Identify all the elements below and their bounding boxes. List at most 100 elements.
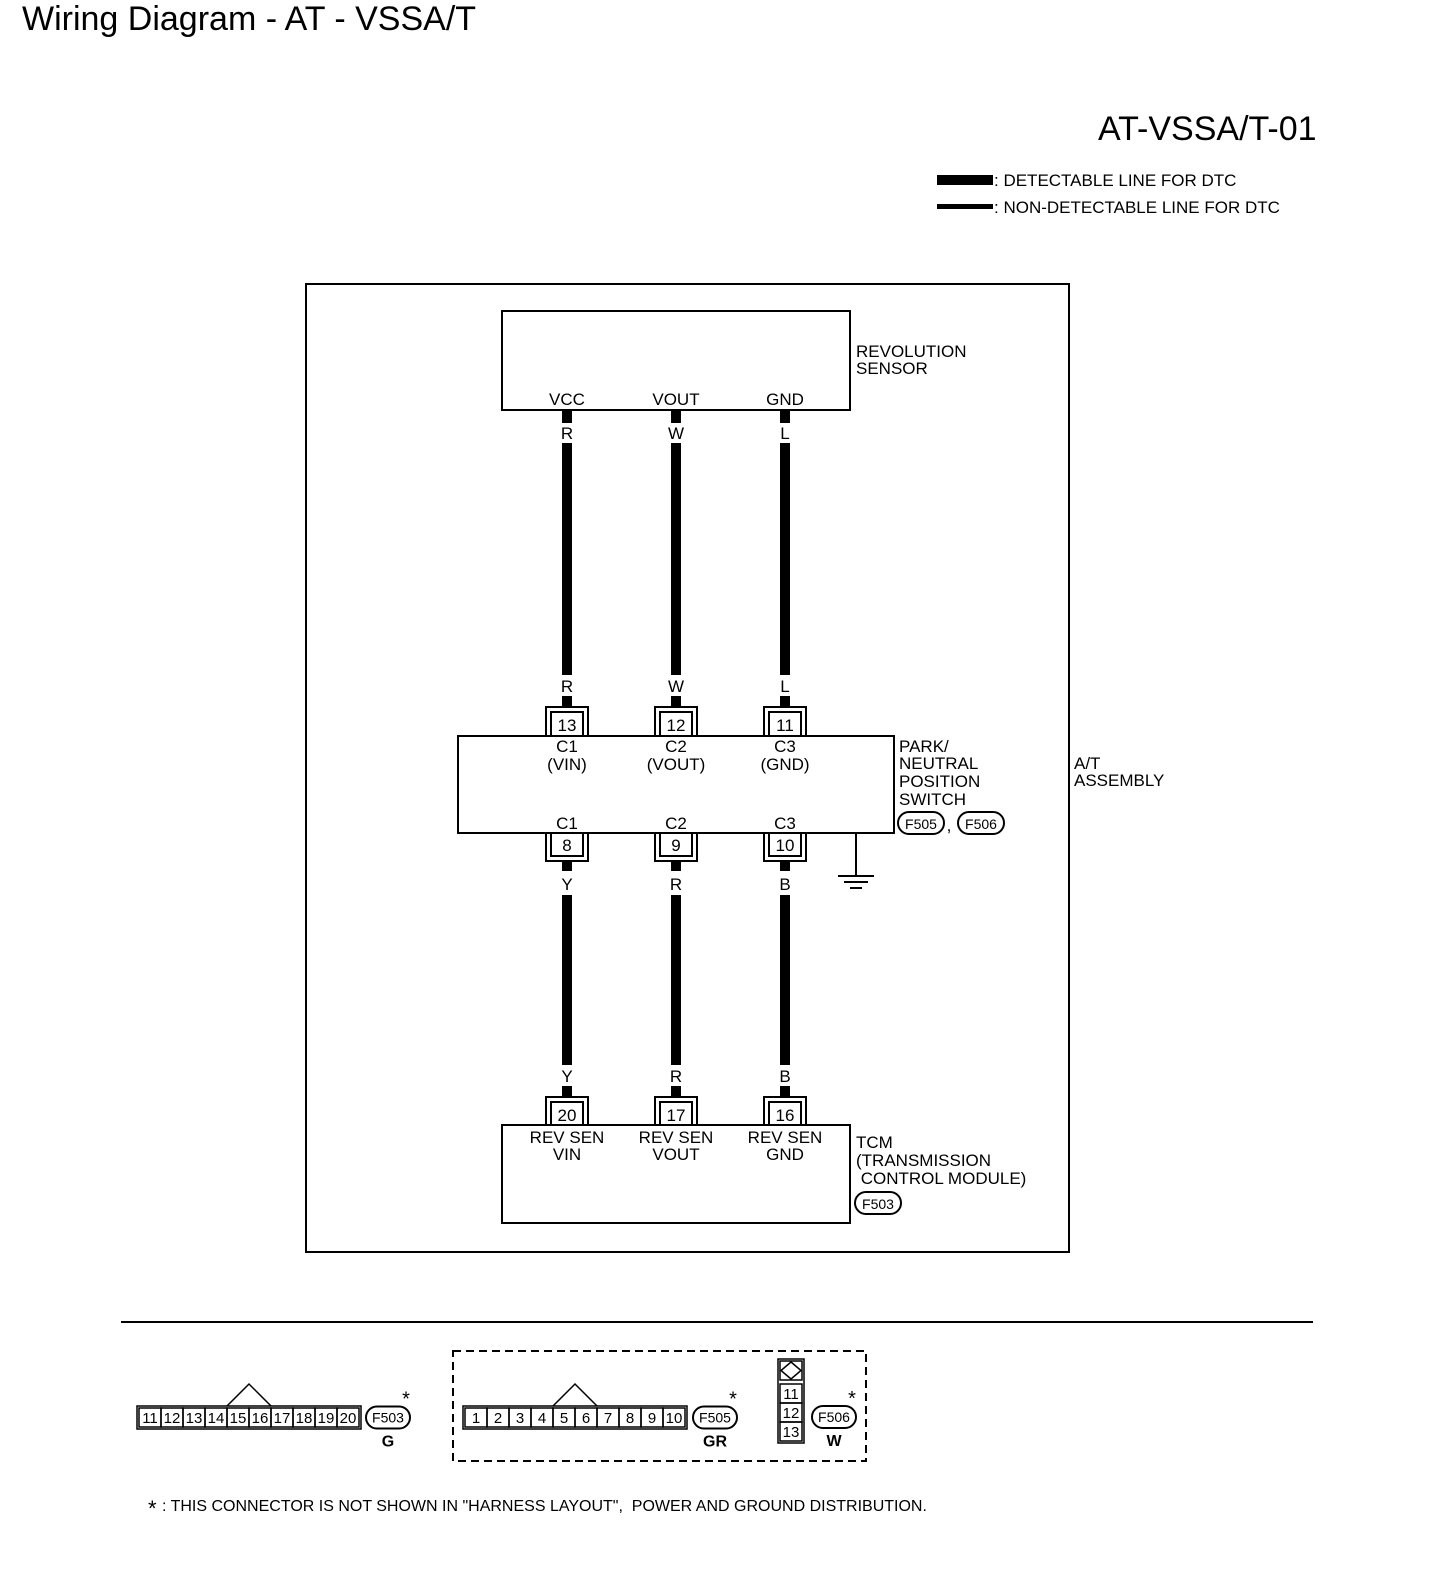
wire-vcc-stub-top [562, 410, 572, 423]
pn-terminal-c2-top: C2 [665, 737, 687, 756]
tcm-terminal-gnd-1: REV SEN [748, 1128, 823, 1147]
connector-view-f503-pin-label: 16 [252, 1410, 269, 1427]
wire-color-lower-2-bottom: R [670, 1067, 682, 1086]
connector-view-f505-pin-label: 5 [560, 1410, 568, 1427]
connector-view-f503-id: F503 [372, 1410, 404, 1426]
connector-view-f505-pin-label: 8 [626, 1410, 634, 1427]
footnote-mark: * [148, 1496, 157, 1521]
wire-color-upper-3-top: L [780, 424, 789, 443]
connector-view-f505-key [552, 1382, 598, 1407]
legend-non-detectable-swatch [937, 204, 993, 209]
connector-view-f503-pin-label: 11 [142, 1410, 158, 1427]
connector-pin-20 [545, 1096, 589, 1125]
legend-detectable-label: : DETECTABLE LINE FOR DTC [994, 171, 1236, 190]
connector-badge-f503 [854, 1191, 902, 1215]
connector-view-f506-pin-label: 11 [783, 1386, 799, 1403]
connector-view-f506-badge [811, 1405, 857, 1429]
footnote-text: : THIS CONNECTOR IS NOT SHOWN IN "HARNES… [162, 1498, 927, 1515]
wire-vout-stub-top [671, 410, 681, 423]
lower-wires: Y R B Y R B [561, 861, 791, 1096]
connector-pin-12 [654, 706, 698, 736]
connector-view-f505-color: GR [703, 1434, 727, 1451]
connector-view-f505-pin-label: 2 [494, 1410, 502, 1427]
connector-view-f505-pin-label: 10 [666, 1410, 683, 1427]
connector-pin-11 [763, 706, 807, 736]
connector-view-f503-asterisk: * [402, 1389, 410, 1411]
wire-rgnd [780, 895, 790, 1065]
tcm-box [501, 1124, 851, 1224]
wire-color-upper-1-bottom: R [561, 677, 573, 696]
at-assembly-label-1: A/T [1074, 754, 1100, 773]
connector-view-f505-id: F505 [699, 1410, 731, 1426]
connector-view-f506-body [777, 1358, 805, 1444]
connector-badge-f506 [957, 811, 1005, 835]
connector-view-f505-pin-label: 6 [582, 1410, 590, 1427]
connector-view-f505-body [462, 1405, 688, 1430]
pn-switch-box [457, 735, 895, 834]
connector-view-f506-asterisk: * [848, 1388, 856, 1410]
connector-view-f505-pin-label: 1 [472, 1410, 480, 1427]
wire-rvout [671, 895, 681, 1065]
diagram-code: AT-VSSA/T-01 [1098, 110, 1317, 148]
connector-badge-f503-label: F503 [862, 1196, 894, 1212]
tcm-connectors: 20 17 16 [545, 1096, 807, 1125]
wire-color-lower-3-top: B [779, 875, 790, 894]
wire-color-lower-1-top: Y [561, 875, 572, 894]
connector-group-frame [452, 1350, 867, 1462]
pn-terminal-c3-top: C3 [774, 737, 796, 756]
revolution-sensor-label-1: REVOLUTION [856, 342, 967, 361]
connector-view-f505-pin-label: 7 [604, 1410, 612, 1427]
tcm-terminal-vout-1: REV SEN [639, 1128, 714, 1147]
at-assembly-label-2: ASSEMBLY [1074, 771, 1164, 790]
tcm-label-3: CONTROL MODULE) [856, 1169, 1026, 1188]
revolution-sensor: REVOLUTION SENSOR VCC VOUT GND [501, 310, 967, 411]
at-assembly-frame [305, 283, 1070, 1253]
connector-view-f506-id: F506 [818, 1409, 850, 1425]
connector-view-f506-key-cell [779, 1360, 803, 1381]
pn-terminal-c3-top-function: (GND) [760, 755, 809, 774]
connector-view-f503-key [226, 1382, 272, 1407]
connector-view-f506-pin-cell [779, 1421, 803, 1442]
wire-vout [671, 443, 681, 675]
pn-switch: C1 (VIN) C2 (VOUT) C3 (GND) C1 C2 C3 PAR… [457, 735, 1005, 835]
connector-pin-9-label: 9 [671, 836, 680, 855]
pn-terminal-c1-top-function: (VIN) [547, 755, 587, 774]
pn-terminal-c2-bottom: C2 [665, 814, 687, 833]
tcm-label-1: TCM [856, 1133, 893, 1152]
wire-color-lower-1-bottom: Y [561, 1067, 572, 1086]
pn-terminal-c1-top: C1 [556, 737, 578, 756]
wire-gnd [780, 443, 790, 675]
connector-view-f503-pin-label: 13 [186, 1410, 203, 1427]
pn-switch-bottom-connectors: 8 9 10 [545, 833, 807, 862]
pn-switch-label-1: PARK/ [899, 737, 949, 756]
connector-badge-f505 [897, 811, 945, 835]
connector-view-f503-pin-label: 20 [340, 1410, 357, 1427]
connector-view-f506-color: W [826, 1433, 842, 1450]
revolution-sensor-pin-gnd: GND [766, 390, 804, 409]
tcm-terminal-gnd-2: GND [766, 1145, 804, 1164]
wire-color-lower-2-top: R [670, 875, 682, 894]
tcm-terminal-vout-2: VOUT [652, 1145, 699, 1164]
pn-switch-label-3: POSITION [899, 772, 980, 791]
legend-non-detectable-label: : NON-DETECTABLE LINE FOR DTC [994, 198, 1280, 217]
connector-pin-11-label: 11 [776, 716, 794, 735]
wire-rvout-stub-tcm [671, 1086, 681, 1096]
wire-color-lower-3-bottom: B [779, 1067, 790, 1086]
connector-pin-16-label: 16 [776, 1106, 795, 1125]
tcm-terminal-vin-1: REV SEN [530, 1128, 605, 1147]
connector-view-f503-color: G [382, 1434, 394, 1451]
page-title: Wiring Diagram - AT - VSSA/T [22, 0, 477, 38]
wire-vin-stub-tcm [562, 1086, 572, 1096]
tcm-label-2: (TRANSMISSION [856, 1151, 991, 1170]
wire-vcc [562, 443, 572, 675]
wire-color-upper-2-bottom: W [668, 677, 684, 696]
connector-pin-13-label: 13 [558, 716, 577, 735]
wire-rgnd-stub-tcm [780, 1086, 790, 1096]
connector-view-f506-pin-label: 12 [783, 1405, 800, 1422]
connector-view-f503-pin-label: 18 [296, 1410, 313, 1427]
connector-pin-17-label: 17 [667, 1106, 686, 1125]
connector-view-f505-pin-label: 4 [538, 1410, 546, 1427]
